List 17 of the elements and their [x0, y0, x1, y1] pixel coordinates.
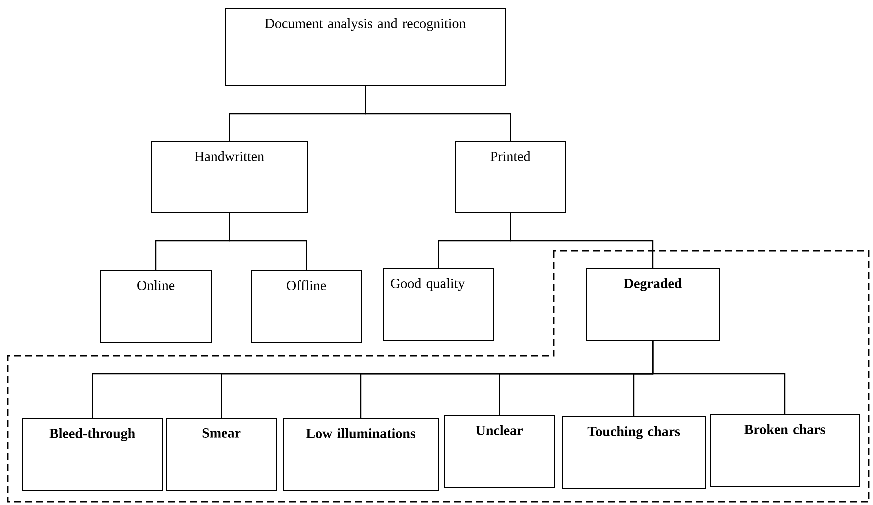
category-box: Unclear: [444, 415, 556, 488]
category-box: Broken chars: [710, 414, 860, 488]
category-box: Offline: [251, 270, 362, 344]
category-box: Bleed-through: [22, 418, 164, 492]
connector-line: [365, 86, 512, 141]
connector-line: [229, 213, 308, 270]
category-box: Touching chars: [562, 416, 706, 490]
connector-line: [652, 341, 786, 414]
category-box: Smear: [166, 418, 278, 492]
connector-line: [510, 213, 654, 268]
category-box: Good quality: [383, 268, 494, 342]
category-box: Degraded: [586, 268, 720, 342]
category-box: Online: [100, 270, 212, 344]
category-box: Printed: [455, 141, 566, 214]
category-box: Handwritten: [151, 141, 308, 214]
category-box: Low illuminations: [283, 418, 440, 492]
category-box: Document analysis and recognition: [225, 8, 506, 86]
